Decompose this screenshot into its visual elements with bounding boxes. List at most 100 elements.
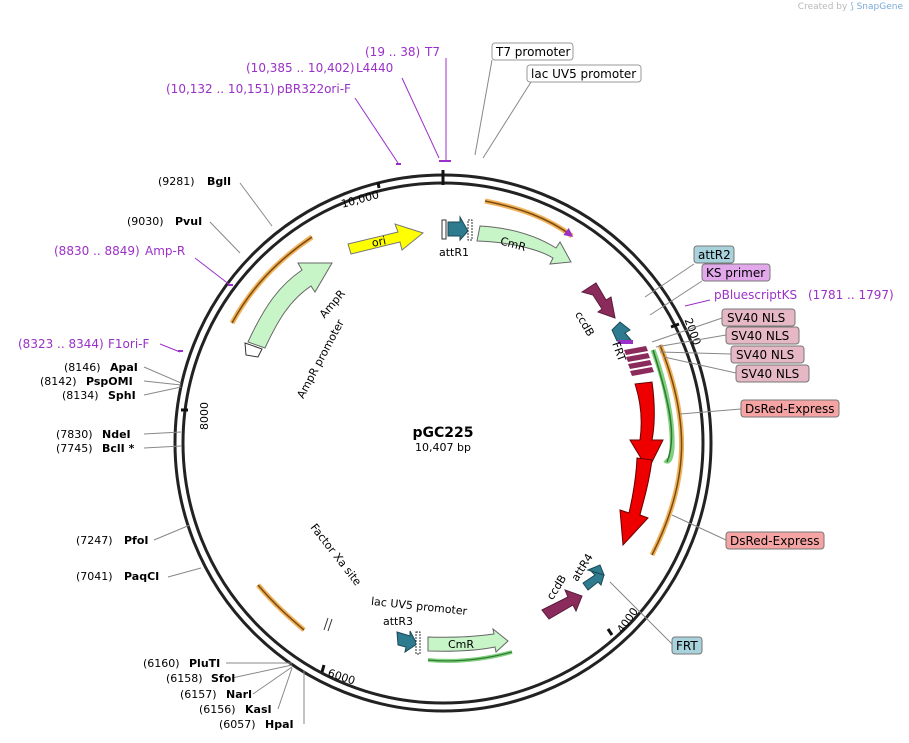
- site-4-pos: (8134): [62, 389, 99, 402]
- attR1-label: attR1: [439, 246, 469, 259]
- site-0-name[interactable]: BglI: [207, 175, 231, 188]
- site-10-pos: (6158): [166, 672, 203, 685]
- ampr-promoter-label: AmpR promoter: [294, 317, 347, 401]
- credit-prefix: Created by: [797, 2, 848, 12]
- sv40-nls-stripes[interactable]: [624, 346, 654, 376]
- primer-5-name[interactable]: pBluescriptKS: [714, 288, 797, 302]
- box-attR2[interactable]: attR2: [693, 245, 735, 264]
- ori-label: ori: [371, 234, 388, 250]
- box-dsred-2[interactable]: DsRed-Express: [725, 531, 825, 550]
- green-feature-bottom[interactable]: [427, 651, 513, 662]
- tick-2000: [670, 322, 680, 329]
- site-2-name[interactable]: ApaI: [110, 361, 138, 374]
- box-sv40-nls-3[interactable]: SV40 NLS: [730, 345, 805, 364]
- ccdB-feature-top[interactable]: [580, 282, 616, 319]
- tick-6000: [320, 664, 326, 673]
- orange-feature-bottom[interactable]: [257, 584, 305, 631]
- cmr-feature-bottom[interactable]: [427, 627, 509, 653]
- box-sv40-nls-1[interactable]: SV40 NLS: [721, 308, 796, 327]
- primer-1-name[interactable]: L4440: [356, 61, 393, 75]
- primer-markers[interactable]: [178, 160, 451, 352]
- box-dsred-1[interactable]: DsRed-Express: [740, 399, 840, 418]
- attR4-feature-small: [586, 564, 605, 576]
- tick-10000: [376, 181, 381, 189]
- box-sv40-nls-2-text: SV40 NLS: [731, 329, 789, 343]
- site-12-name[interactable]: KasI: [245, 703, 272, 716]
- site-5-name[interactable]: NdeI: [102, 428, 131, 441]
- site-13-name[interactable]: HpaI: [265, 718, 294, 731]
- cmr-feature-top[interactable]: [476, 225, 572, 265]
- credit-brand: SnapGene: [856, 2, 903, 12]
- box-attR2-text: attR2: [698, 248, 731, 262]
- primer-0-range: (19 .. 38): [365, 45, 420, 59]
- site-6-name[interactable]: BclI *: [102, 442, 135, 455]
- site-9-name[interactable]: PluTI: [189, 657, 220, 670]
- tick-label-10000: 10,000: [340, 188, 381, 211]
- site-6-pos: (7745): [56, 442, 93, 455]
- tick-label-4000: 4000: [614, 605, 641, 635]
- site-11-name[interactable]: NarI: [226, 688, 252, 701]
- dsred-feature-2[interactable]: [619, 457, 653, 547]
- box-leader-lines: [474, 59, 742, 645]
- attR3-label: attR3: [383, 615, 413, 628]
- site-9-pos: (6160): [143, 657, 180, 670]
- site-7-name[interactable]: PfoI: [124, 534, 149, 547]
- frt-label-top: FRT: [609, 340, 628, 363]
- primer-0-name[interactable]: T7: [424, 45, 440, 59]
- site-8-name[interactable]: PaqCI: [124, 570, 159, 583]
- orange-feature-right[interactable]: [651, 344, 683, 556]
- snapgene-credit: Created by ⟆ SnapGene: [798, 2, 903, 12]
- attR2-feature[interactable]: [611, 321, 633, 342]
- restriction-sites: (9281) BglI (9030) PvuI (8146) ApaI (814…: [40, 175, 294, 731]
- ccdB-label-top: ccdB: [572, 309, 597, 339]
- box-lac-uv5-promoter[interactable]: lac UV5 promoter: [526, 64, 642, 83]
- box-sv40-nls-3-text: SV40 NLS: [736, 348, 794, 362]
- site-3-name[interactable]: PspOMI: [86, 375, 133, 388]
- ampr-feature[interactable]: [247, 262, 333, 349]
- lac-uv5-marker-bottom: [415, 631, 421, 655]
- site-12-pos: (6156): [199, 703, 236, 716]
- site-7-pos: (7247): [76, 534, 113, 547]
- box-frt[interactable]: FRT: [671, 636, 703, 655]
- lac-uv5-marker-top: [467, 219, 473, 241]
- factor-xa-label: Factor Xa site: [308, 521, 364, 588]
- orange-feature-left[interactable]: [231, 236, 313, 324]
- tick-label-6000: 6000: [326, 667, 357, 688]
- site-1-pos: (9030): [127, 215, 164, 228]
- site-1-name[interactable]: PvuI: [175, 215, 202, 228]
- plasmid-length: 10,407 bp: [415, 441, 471, 454]
- box-sv40-nls-4-text: SV40 NLS: [741, 367, 799, 381]
- primer-3-name[interactable]: Amp-R: [145, 244, 185, 258]
- orange-feature-top[interactable]: [484, 200, 574, 237]
- box-sv40-nls-2[interactable]: SV40 NLS: [725, 326, 800, 345]
- green-feature-right[interactable]: [652, 349, 673, 463]
- site-4-name[interactable]: SphI: [108, 389, 136, 402]
- site-10-name[interactable]: SfoI: [211, 672, 235, 685]
- site-3-pos: (8142): [40, 375, 77, 388]
- ccdB-feature-bottom[interactable]: [541, 589, 583, 620]
- primer-4-name[interactable]: F1ori-F: [108, 337, 149, 351]
- box-t7-promoter-text: T7 promoter: [495, 45, 571, 59]
- tick-label-8000: 8000: [198, 402, 211, 430]
- dsred-feature-1[interactable]: [629, 381, 664, 472]
- box-t7-promoter[interactable]: T7 promoter: [491, 42, 574, 61]
- ori-feature[interactable]: [347, 223, 425, 255]
- box-sv40-nls-4[interactable]: SV40 NLS: [735, 364, 810, 383]
- attR1-marker: [441, 219, 447, 240]
- ampr-promoter-feature[interactable]: [244, 342, 263, 358]
- primer-leader-lines: [159, 58, 711, 353]
- factor-xa-marker-1: [323, 617, 329, 631]
- site-leader-lines: [143, 182, 305, 724]
- attR3-feature[interactable]: [396, 630, 418, 654]
- box-ks-primer[interactable]: KS primer: [701, 263, 771, 282]
- primer-2-name[interactable]: pBR322ori-F: [277, 82, 351, 96]
- attR4-feature[interactable]: [582, 570, 605, 591]
- attR1-feature[interactable]: [447, 215, 469, 242]
- box-dsred-1-text: DsRed-Express: [745, 402, 834, 416]
- box-ks-primer-text: KS primer: [706, 266, 765, 280]
- box-lac-uv5-promoter-text: lac UV5 promoter: [531, 67, 636, 81]
- box-dsred-2-text: DsRed-Express: [730, 534, 819, 548]
- factor-xa-marker-2: [327, 618, 333, 632]
- primer-2-range: (10,132 .. 10,151): [166, 82, 275, 96]
